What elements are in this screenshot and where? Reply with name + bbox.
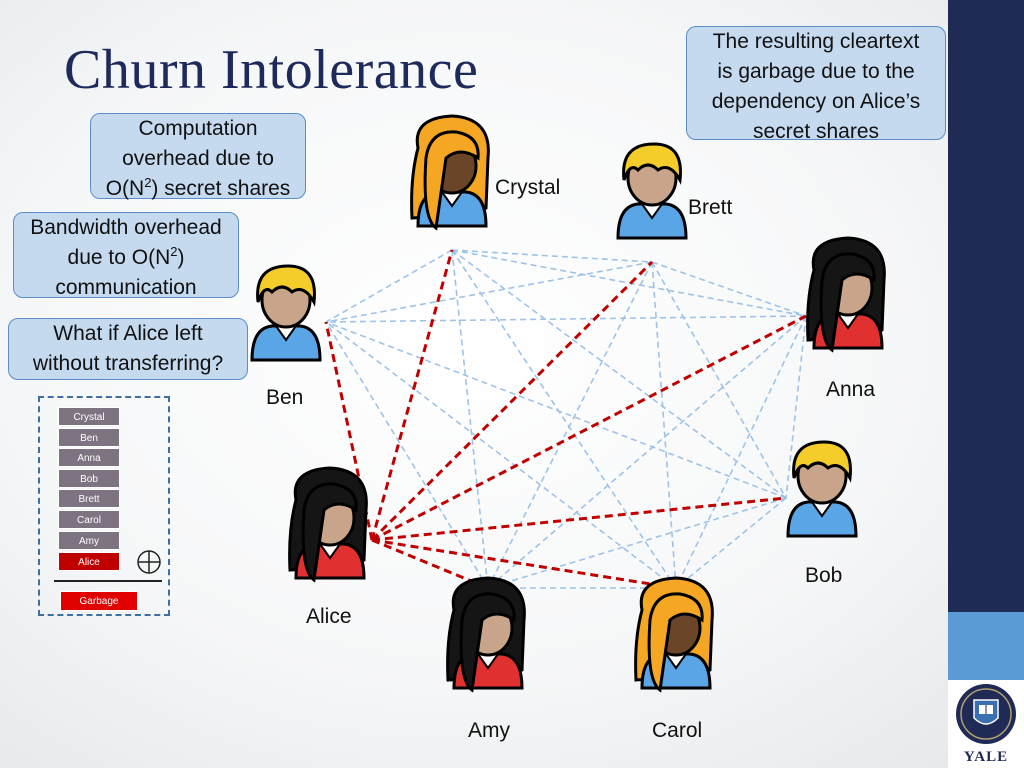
mesh-edge <box>487 315 807 589</box>
mesh-edge <box>651 261 787 499</box>
mesh-edge <box>785 315 807 499</box>
label-carol: Carol <box>652 719 703 742</box>
avatar-brett-icon <box>616 142 688 240</box>
mesh-edge <box>325 321 489 589</box>
avatar-anna-icon <box>806 236 886 353</box>
label-amy: Amy <box>468 719 510 742</box>
stack-item: Brett <box>58 489 120 508</box>
yale-logo: YALE <box>948 680 1024 768</box>
callout-line: Bandwidth overhead <box>30 216 222 239</box>
share-stack-box <box>38 396 170 616</box>
callout-line: without transferring? <box>32 352 224 375</box>
callout-line: communication <box>55 276 197 299</box>
callout-line: secret shares <box>752 120 880 143</box>
avatar-carol-icon <box>634 576 714 693</box>
avatar-ben-icon <box>250 264 322 362</box>
mesh-edge <box>325 321 787 499</box>
logo-wordmark: YALE <box>963 749 1009 765</box>
right-accent-bar <box>948 0 1024 612</box>
alice-edge <box>370 260 654 542</box>
callout-line: overhead due to <box>122 147 274 170</box>
callout-bandwidth-overhead: Bandwidth overhead due to O(N2) communic… <box>13 212 239 299</box>
label-crystal: Crystal <box>495 176 561 199</box>
network-diagram <box>250 114 886 693</box>
sum-line <box>54 580 162 582</box>
alice-edge <box>371 538 677 590</box>
mesh-edge <box>451 249 807 317</box>
alice-edge <box>371 496 787 542</box>
yale-shield-icon <box>956 684 1016 744</box>
stack-item: Bob <box>58 469 120 488</box>
callout-line: dependency on Alice’s <box>711 90 921 113</box>
mesh-lines <box>325 249 807 589</box>
callout-line: is garbage due to the <box>717 60 915 83</box>
mesh-edge <box>675 315 807 589</box>
mesh-edge <box>325 261 653 323</box>
label-brett: Brett <box>688 196 733 219</box>
mesh-edge <box>451 249 787 499</box>
garbage-result: Garbage <box>60 591 138 611</box>
mesh-edge <box>325 315 807 323</box>
callout-line: O(N2) secret shares <box>105 175 291 200</box>
right-accent-bar-light <box>948 612 1024 680</box>
avatar-alice-icon <box>288 466 368 583</box>
stack-item-alice: Alice <box>58 552 120 571</box>
mesh-edge <box>451 249 653 263</box>
label-ben: Ben <box>266 386 304 409</box>
callout-alice-left: What if Alice left without transferring? <box>8 318 248 380</box>
mesh-edge <box>487 261 653 589</box>
mesh-edge <box>651 261 677 589</box>
avatars <box>250 114 886 693</box>
avatar-bob-icon <box>786 440 858 538</box>
mesh-edge <box>675 497 787 589</box>
mesh-edge <box>325 249 453 323</box>
label-anna: Anna <box>826 378 876 401</box>
mesh-edge <box>325 321 677 589</box>
stack-item: Anna <box>58 448 120 467</box>
alice-edge <box>371 314 807 542</box>
avatar-amy-icon <box>446 576 526 693</box>
xor-icon <box>137 550 161 574</box>
alice-lines <box>324 249 807 590</box>
mesh-edge <box>451 249 677 589</box>
mesh-edge <box>451 249 489 589</box>
label-bob: Bob <box>805 564 843 587</box>
avatar-crystal-icon <box>410 114 490 231</box>
callout-line: The resulting cleartext <box>712 30 920 53</box>
alice-edge <box>370 249 454 541</box>
stack-item: Ben <box>58 428 120 447</box>
alice-edge <box>324 321 374 541</box>
slide-title: Churn Intolerance <box>64 39 479 101</box>
callout-line: due to O(N2) <box>67 244 185 269</box>
callout-computation-overhead: Computation overhead due to O(N2) secret… <box>90 113 306 200</box>
mesh-edge <box>651 261 807 317</box>
callout-line: Computation <box>138 117 258 140</box>
label-alice: Alice <box>306 605 352 628</box>
callout-garbage-cleartext: The resulting cleartext is garbage due t… <box>686 26 946 143</box>
stack-item: Crystal <box>58 407 120 426</box>
callout-line: What if Alice left <box>53 322 203 345</box>
stack-item: Amy <box>58 531 120 550</box>
stack-item: Carol <box>58 510 120 529</box>
mesh-edge <box>487 497 787 589</box>
